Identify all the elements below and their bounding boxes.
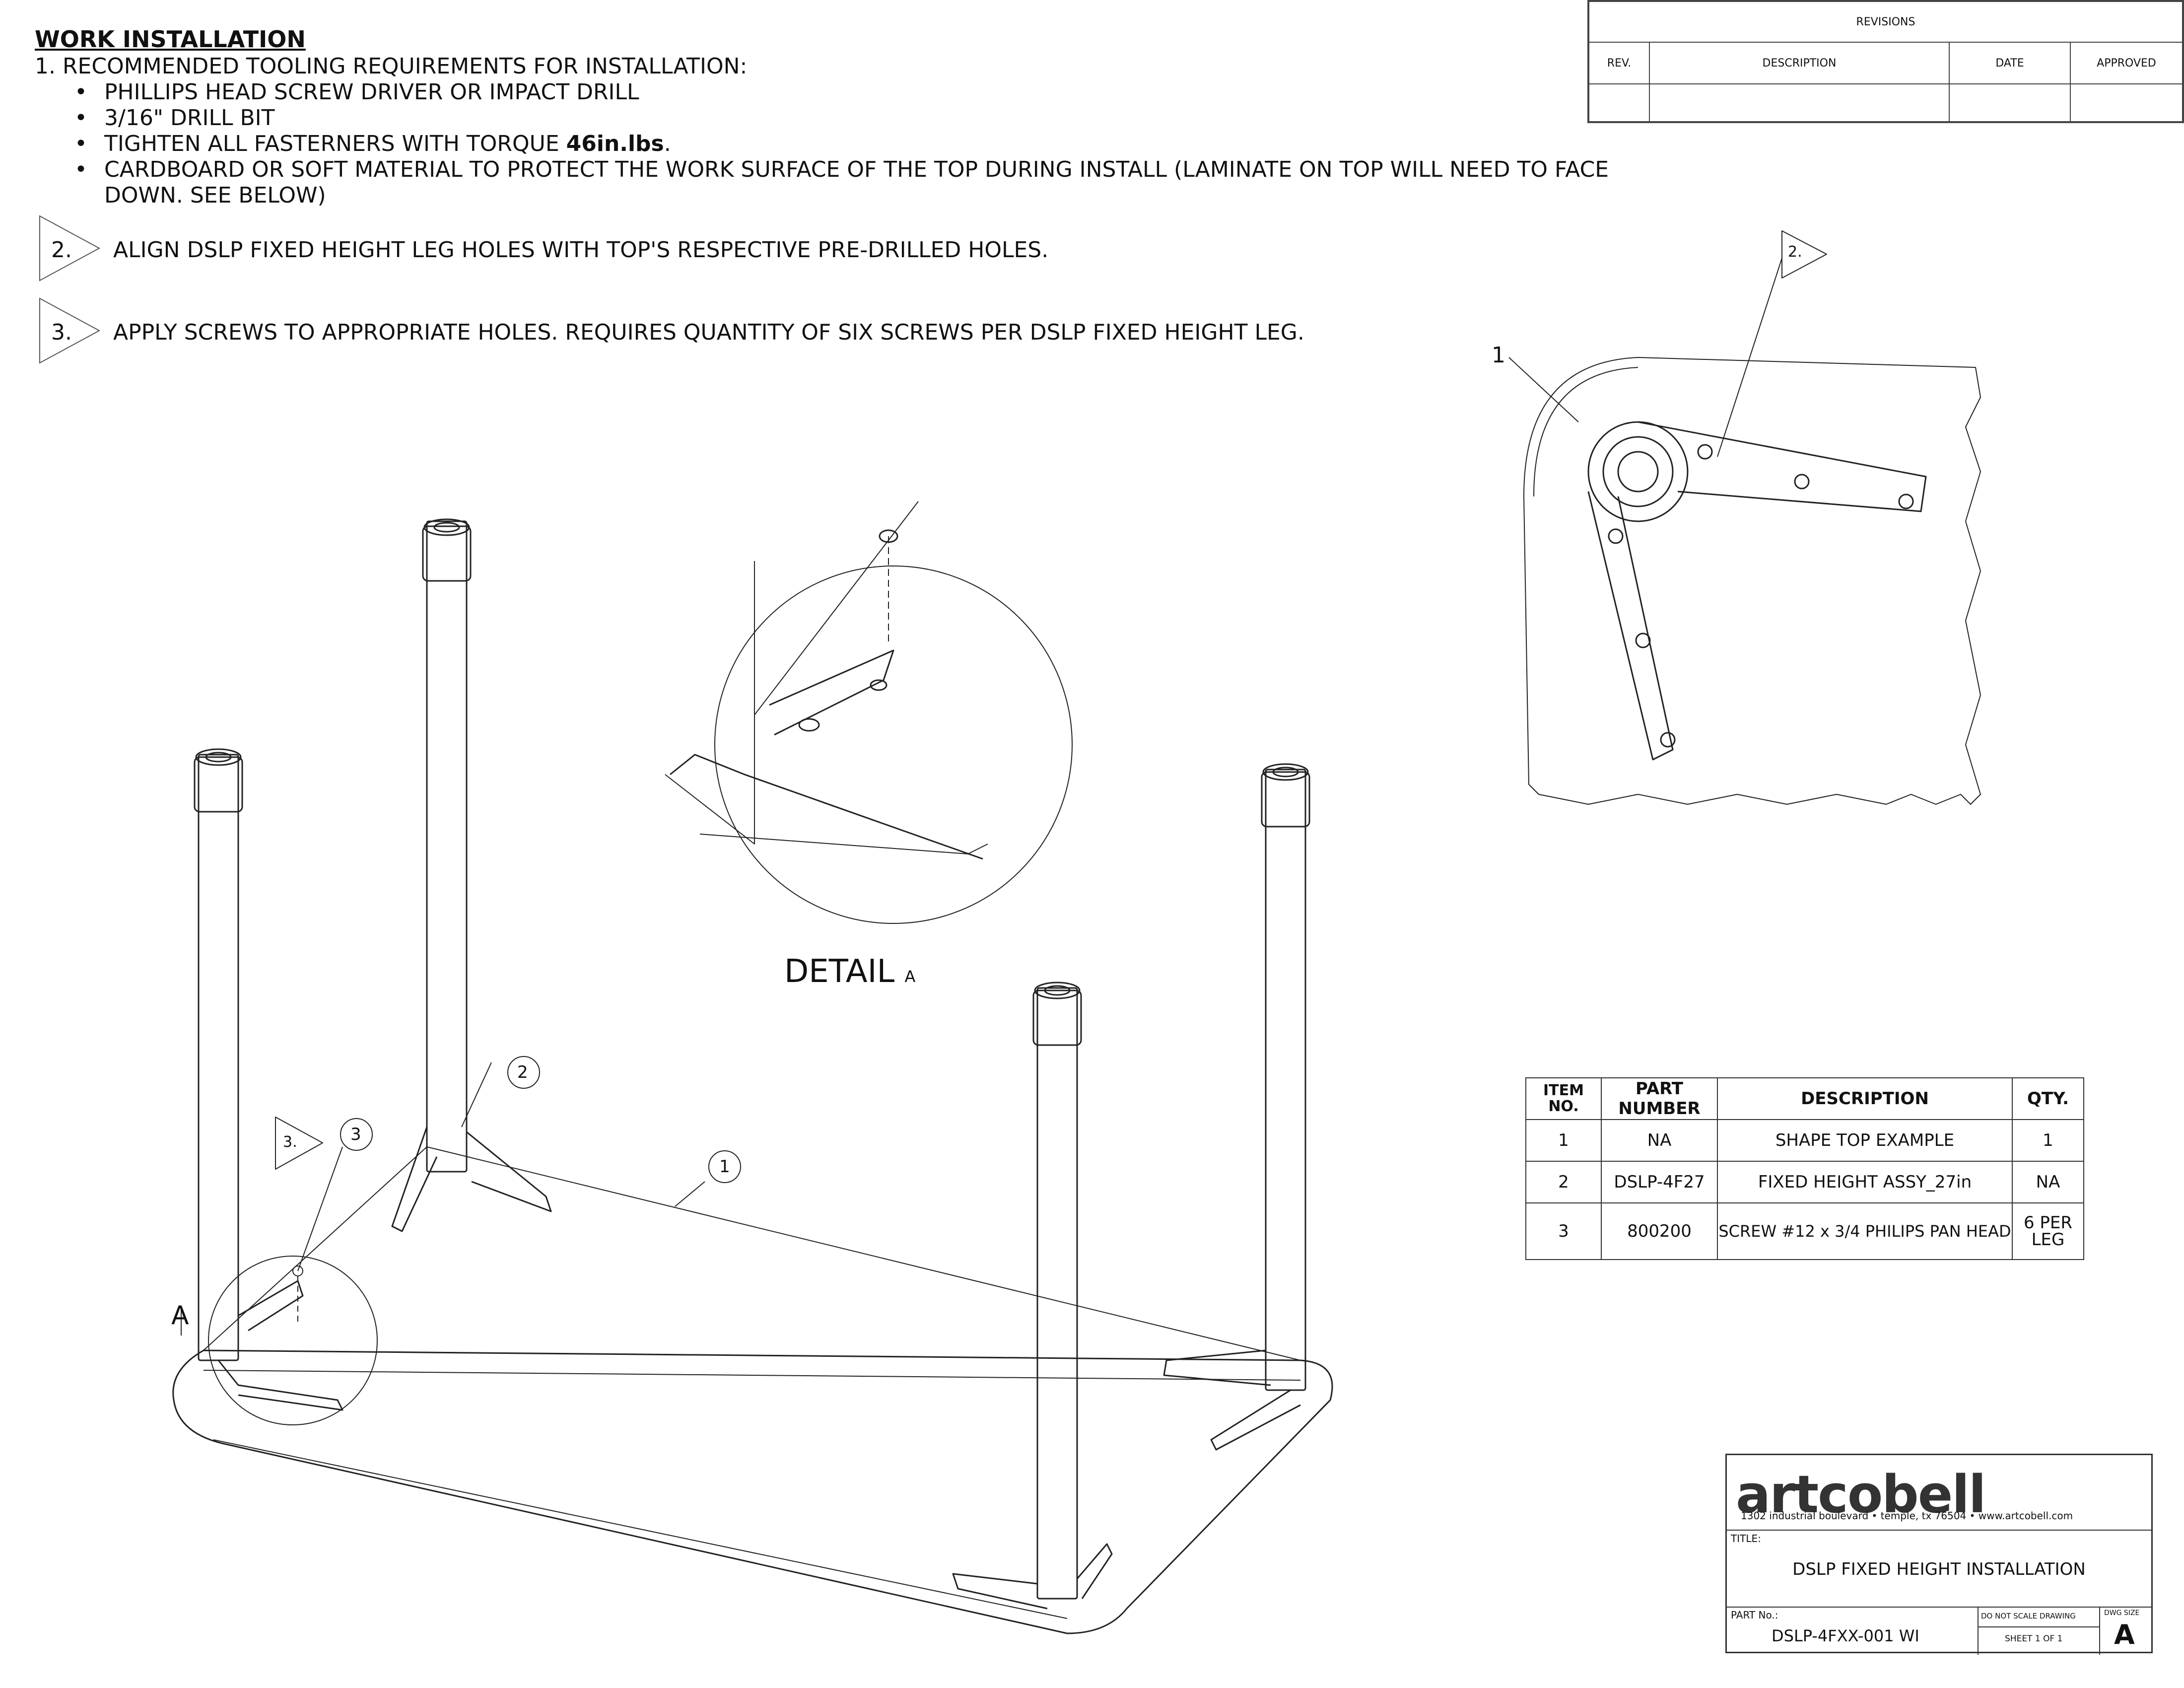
section-a-label: A [171, 1301, 189, 1331]
bom-header-description: DESCRIPTION [1717, 1077, 2013, 1120]
bom-cell-part: NA [1601, 1119, 1718, 1162]
bullet-1-text: PHILLIPS HEAD SCREW DRIVER OR IMPACT DRI… [104, 79, 639, 105]
revisions-header-rev: REV. [1588, 42, 1650, 84]
bullet-4: •CARDBOARD OR SOFT MATERIAL TO PROTECT T… [74, 157, 1609, 182]
leg-back-right [1163, 763, 1310, 1451]
balloon-2-label: 2 [517, 1062, 528, 1082]
dwg-size: A [2114, 1619, 2135, 1650]
torque-period: . [664, 131, 671, 156]
section-circle-a [208, 1256, 378, 1425]
bom-header-part-number: PART NUMBER [1601, 1077, 1718, 1120]
do-not-scale-note: DO NOT SCALE DRAWING [1981, 1612, 2076, 1620]
instructions-title: WORK INSTALLATION [35, 26, 306, 53]
step-2-number: 2. [51, 237, 72, 263]
bullet-4-text: CARDBOARD OR SOFT MATERIAL TO PROTECT TH… [104, 157, 1609, 182]
company-address: 1302 industrial boulevard • temple, tx 7… [1741, 1510, 2073, 1522]
bom-cell-item: 2 [1525, 1161, 1602, 1203]
bullet-1: •PHILLIPS HEAD SCREW DRIVER OR IMPACT DR… [74, 79, 639, 105]
bom-cell-qty: 1 [2012, 1119, 2084, 1162]
company-logo: artcobell [1736, 1464, 1986, 1525]
table-top-shape [172, 1146, 1333, 1634]
revisions-header-description: DESCRIPTION [1649, 42, 1950, 84]
leg-back-left [391, 518, 552, 1232]
sheet-number: SHEET 1 OF 1 [2005, 1634, 2063, 1644]
balloon-2-icon [507, 1056, 540, 1089]
bullet-2: •3/16" DRILL BIT [74, 105, 275, 131]
revisions-header-date: DATE [1949, 42, 2071, 84]
revisions-title: REVISIONS [1588, 1, 2183, 43]
step-3-triangle-icon [39, 297, 101, 364]
revisions-cell [1949, 83, 2071, 122]
detail-a-label: DETAIL A [784, 953, 915, 990]
part-number-label: PART No.: [1731, 1609, 1778, 1621]
top-view-detail [1508, 230, 1981, 805]
bom-header-item: ITEM NO. [1525, 1077, 1602, 1120]
screw-icon [292, 1266, 303, 1276]
step-1-text: 1. RECOMMENDED TOOLING REQUIREMENTS FOR … [35, 54, 748, 79]
leader-1-label: 1 [1492, 343, 1505, 368]
balloon-3-icon [340, 1118, 373, 1151]
bill-of-materials: ITEM NO. PART NUMBER DESCRIPTION QTY. 1 … [1525, 1077, 2084, 1260]
callout-3-triangle-icon [275, 1117, 323, 1170]
screw-head-icon [879, 529, 898, 543]
bullet-3: •TIGHTEN ALL FASTERNERS WITH TORQUE 46in… [74, 131, 671, 156]
step-2-text: ALIGN DSLP FIXED HEIGHT LEG HOLES WITH T… [113, 237, 1049, 263]
part-number: DSLP-4FXX-001 WI [1772, 1626, 1919, 1645]
balloon-1-icon [708, 1150, 741, 1183]
callout-3-label: 3. [283, 1133, 297, 1151]
step-3-number: 3. [51, 320, 72, 345]
bom-cell-qty: NA [2012, 1161, 2084, 1203]
bullet-3-text: TIGHTEN ALL FASTERNERS WITH TORQUE [104, 131, 566, 156]
step-2-triangle-icon [39, 215, 101, 281]
dwg-size-label: DWG SIZE [2104, 1609, 2140, 1617]
title-label: TITLE: [1731, 1533, 1761, 1545]
callout-2-triangle-icon [1781, 230, 1827, 279]
bom-cell-part: 800200 [1601, 1202, 1718, 1260]
revisions-table: REVISIONS REV. DESCRIPTION DATE APPROVED [1587, 0, 2184, 123]
revisions-cell [1649, 83, 1950, 122]
detail-letter: A [904, 967, 916, 986]
drawing-title: DSLP FIXED HEIGHT INSTALLATION [1792, 1559, 2086, 1579]
leg-front-right [952, 982, 1113, 1610]
bom-cell-description: SHAPE TOP EXAMPLE [1717, 1119, 2013, 1162]
revisions-header-approved: APPROVED [2070, 42, 2183, 84]
step-3-text: APPLY SCREWS TO APPROPRIATE HOLES. REQUI… [113, 320, 1304, 345]
bullet-2-text: 3/16" DRILL BIT [104, 105, 275, 131]
bom-header-qty: QTY. [2012, 1077, 2084, 1120]
bom-cell-description: SCREW #12 x 3/4 PHILIPS PAN HEAD [1717, 1202, 2013, 1260]
leg-front-left [194, 748, 343, 1411]
title-block: artcobell 1302 industrial boulevard • te… [1725, 1454, 2153, 1655]
detail-label-text: DETAIL [784, 953, 895, 990]
revisions-cell [2070, 83, 2183, 122]
bullet-4-continued: DOWN. SEE BELOW) [104, 183, 326, 208]
bom-cell-description: FIXED HEIGHT ASSY_27in [1717, 1161, 2013, 1203]
torque-value: 46in.lbs [566, 131, 664, 156]
bom-cell-item: 1 [1525, 1119, 1602, 1162]
callout-2-label: 2. [1788, 243, 1802, 261]
balloon-1-label: 1 [719, 1157, 730, 1177]
bom-cell-item: 3 [1525, 1202, 1602, 1260]
detail-a-view [665, 501, 1073, 924]
bom-cell-part: DSLP-4F27 [1601, 1161, 1718, 1203]
bom-cell-qty: 6 PER LEG [2012, 1202, 2084, 1260]
revisions-cell [1588, 83, 1650, 122]
balloon-3-label: 3 [350, 1125, 361, 1144]
